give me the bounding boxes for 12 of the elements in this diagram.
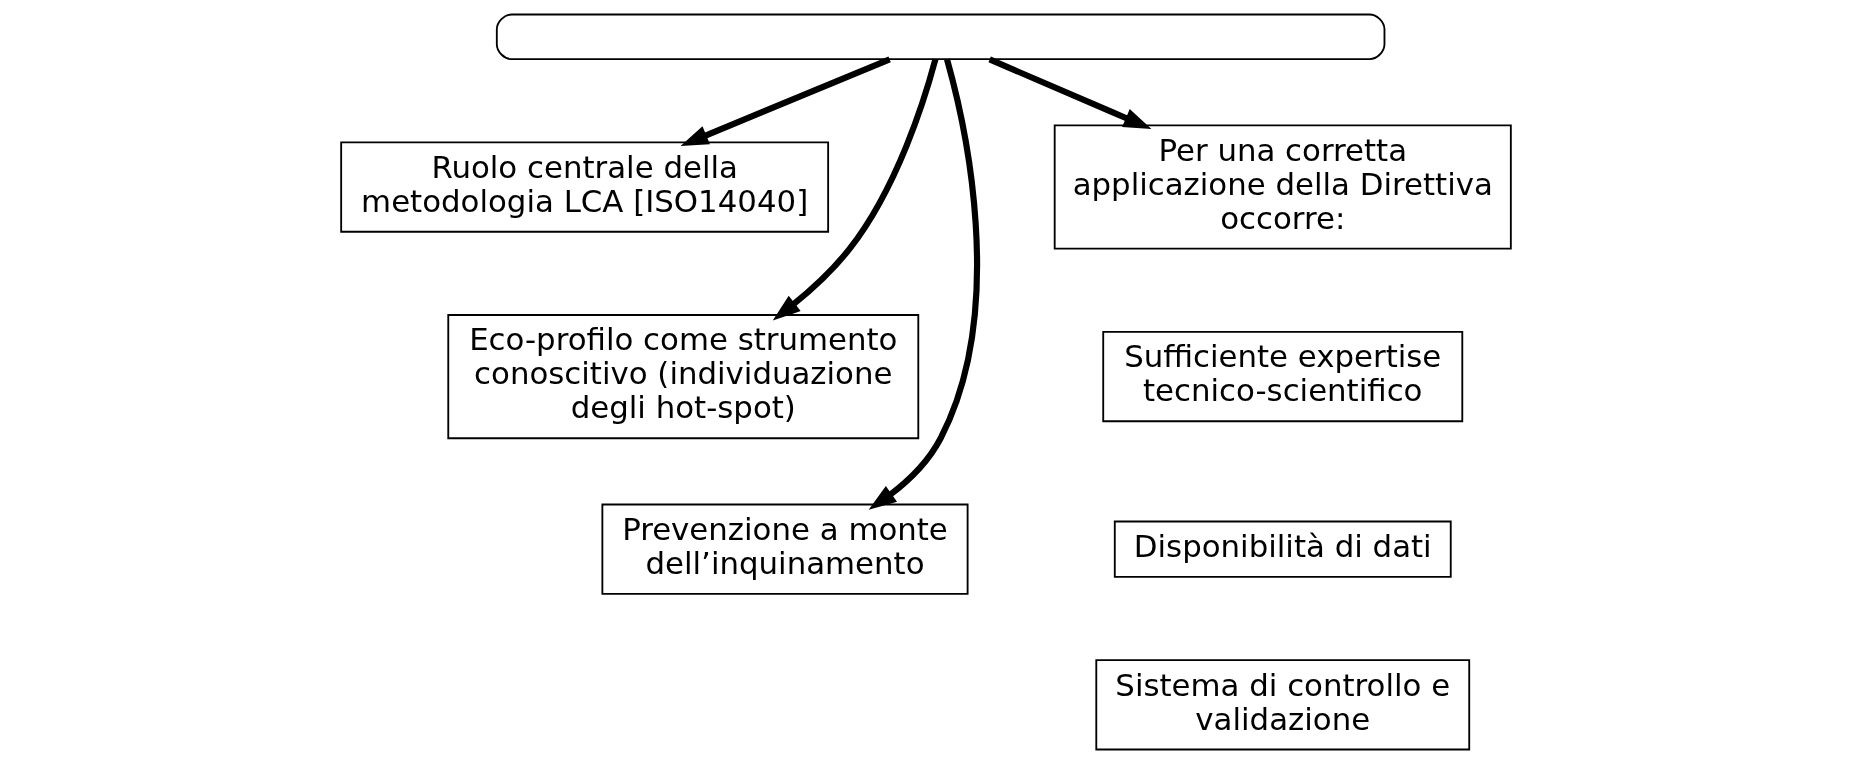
node-box: Prevenzione a monte dell’inquinamento (601, 503, 969, 595)
node-box: Ruolo centrale della metodologia LCA [ISO14040] (340, 141, 830, 233)
arrow (772, 58, 939, 321)
node-box: Sistema di controllo e validazione (1095, 659, 1471, 751)
node-box (495, 13, 1386, 61)
node-box: Sufficiente expertise tecnico-scientifico (1102, 331, 1464, 423)
node-box: Per una corretta applicazione della Direttiva occorre: (1053, 124, 1512, 250)
node-box: Eco-profilo come strumento conoscitivo (individuazione degli hot-spot) (447, 314, 920, 440)
arrow (680, 56, 891, 146)
arrow (988, 56, 1152, 130)
arrow (868, 58, 981, 510)
node-box: Disponibilità di dati (1113, 520, 1452, 578)
